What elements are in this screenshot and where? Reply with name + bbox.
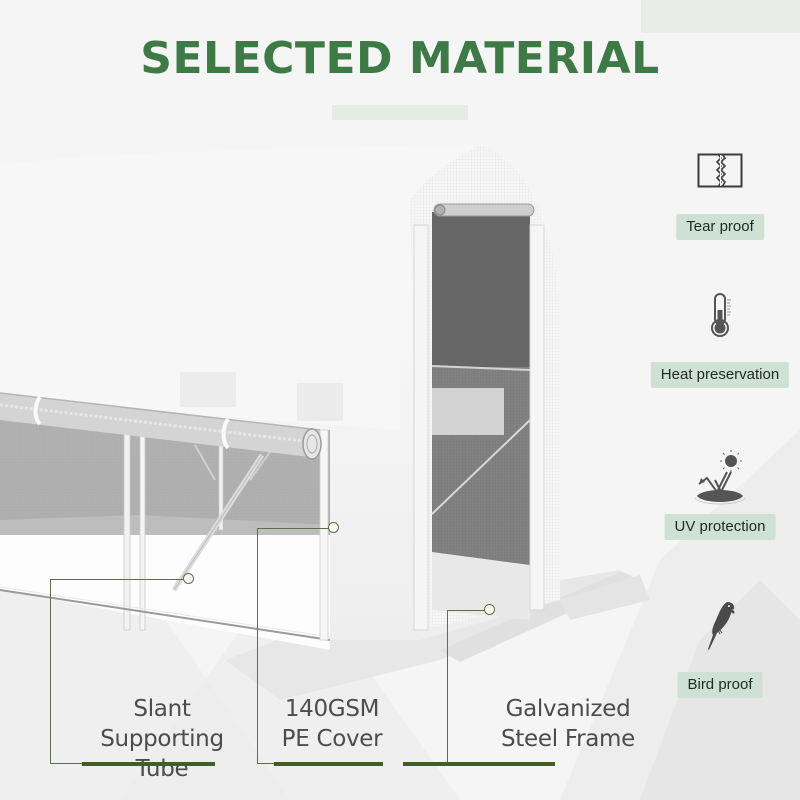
callout-underline (274, 762, 383, 766)
feature-label: UV protection (664, 514, 776, 540)
callout-dot-steel-frame (484, 604, 495, 615)
uv-protection-icon (693, 448, 747, 511)
callout-slant-supporting-tube: Slant Supporting Tube (72, 694, 252, 784)
callout-dot-slant-tube (183, 573, 194, 584)
feature-heat-preservation: Heat preservation (640, 292, 800, 412)
feature-bird-proof: Bird proof (640, 600, 800, 720)
thermometer-icon (705, 292, 735, 343)
bird-icon (703, 600, 737, 657)
feature-uv-protection: UV protection (640, 444, 800, 564)
callout-line2: Steel Frame (501, 726, 635, 752)
callout-pe-cover: 140GSM PE Cover (272, 694, 392, 754)
callout-line1: 140GSM (284, 696, 380, 722)
callout-line1: Slant Supporting (100, 696, 224, 752)
feature-label: Tear proof (676, 214, 764, 240)
callout-line2: PE Cover (281, 726, 383, 752)
title-decor-bar (332, 105, 468, 120)
callout-line2: Tube (135, 756, 189, 782)
tear-proof-icon (697, 153, 743, 194)
callout-dot-pe-cover (328, 522, 339, 533)
page-title: SELECTED MATERIAL (140, 33, 660, 84)
feature-label: Bird proof (677, 672, 763, 698)
callout-underline (403, 762, 555, 766)
callout-line1: Galvanized (505, 696, 631, 722)
leader-line-steel-frame (447, 610, 490, 764)
callout-galvanized-steel-frame: Galvanized Steel Frame (488, 694, 648, 754)
feature-label: Heat preservation (650, 362, 790, 388)
feature-tear-proof: Tear proof (640, 150, 800, 270)
corner-decor-band (641, 0, 800, 33)
callout-underline (82, 762, 215, 766)
